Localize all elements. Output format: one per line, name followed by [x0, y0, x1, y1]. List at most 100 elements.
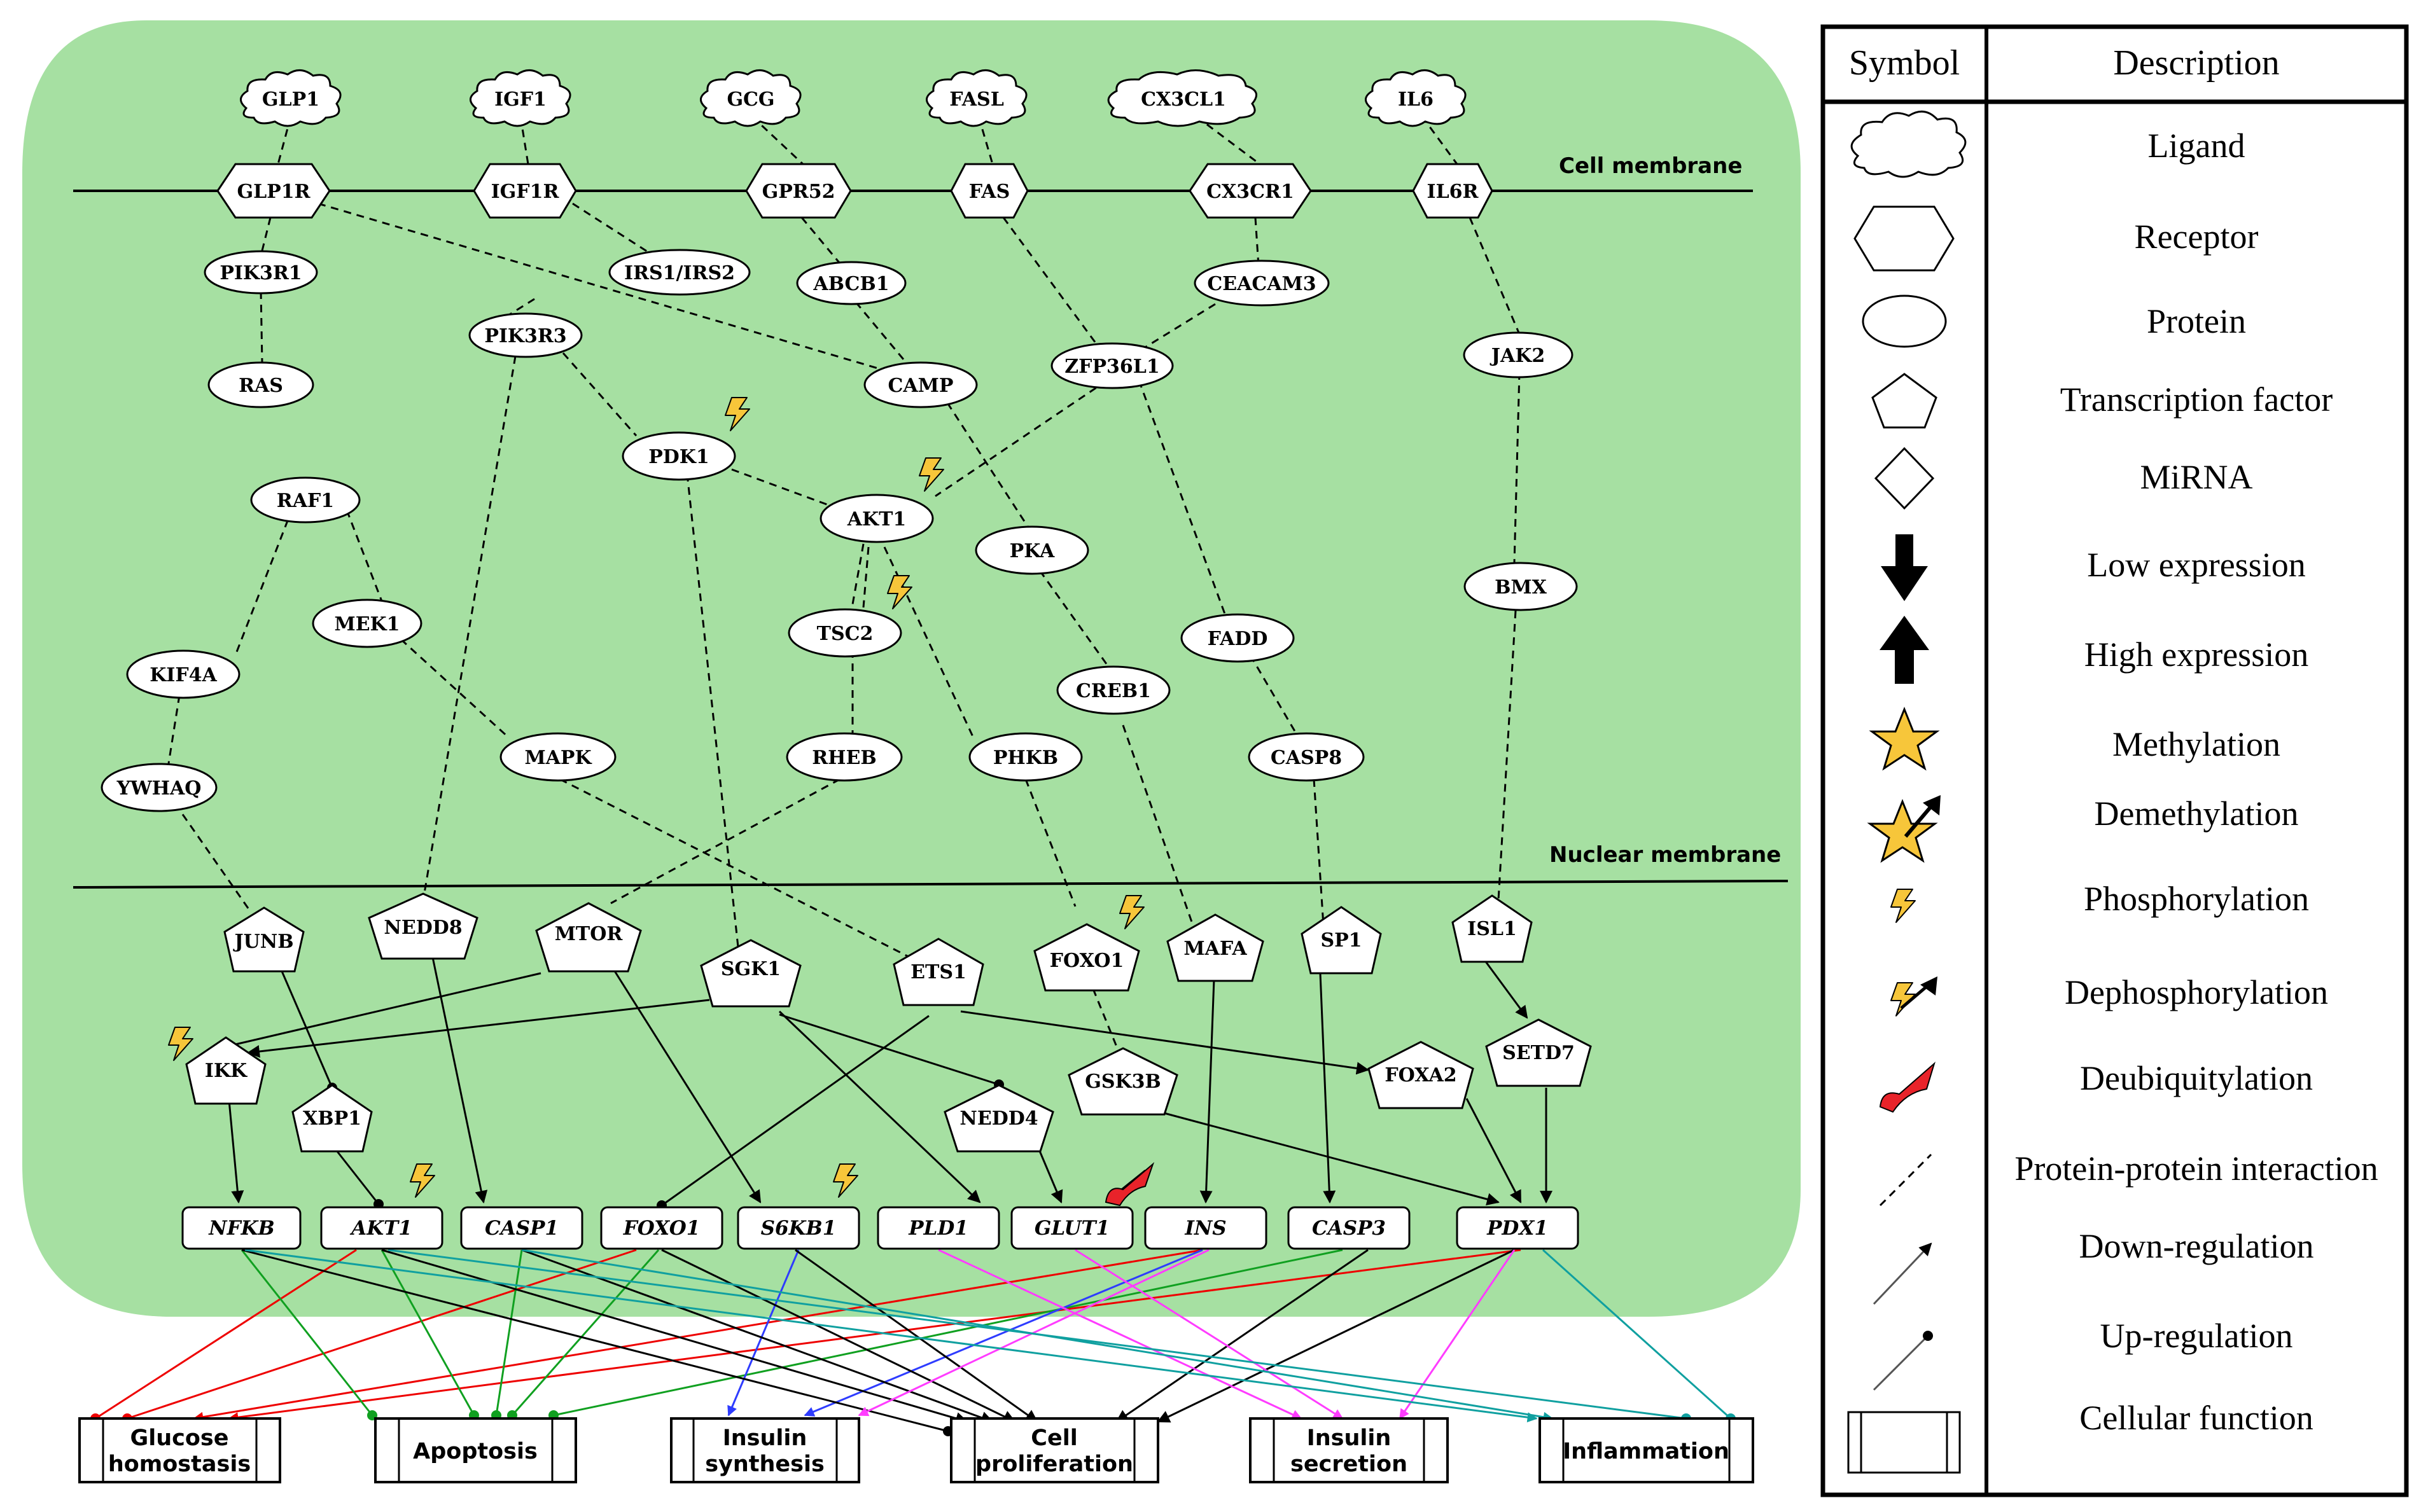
svg-text:MTOR: MTOR [555, 923, 624, 945]
gene-AKT1: AKT1 [320, 1206, 443, 1250]
legend-label: Phosphorylation [2084, 880, 2309, 918]
svg-text:PDK1: PDK1 [648, 446, 709, 468]
regulation-arrows [212, 957, 1552, 1210]
legend-label: Low expression [2087, 546, 2305, 584]
protein-YWHAQ: YWHAQ [101, 763, 218, 812]
protein-AKT1: AKT1 [820, 494, 934, 543]
svg-text:GLP1: GLP1 [262, 88, 319, 111]
protein-CASP8: CASP8 [1248, 732, 1365, 782]
svg-text:JUNB: JUNB [232, 931, 293, 953]
svg-text:FOXO1: FOXO1 [623, 1217, 701, 1240]
function-edges [90, 1249, 1736, 1436]
svg-text:CX3CR1: CX3CR1 [1206, 181, 1294, 203]
svg-text:INS: INS [1184, 1217, 1226, 1240]
dot-line-icon [1873, 1331, 1933, 1391]
ligand-CX3CL1: CX3CL1 [1107, 69, 1258, 127]
svg-text:PKA: PKA [1010, 540, 1055, 562]
svg-text:YWHAQ: YWHAQ [116, 777, 202, 800]
arrow-line-icon [1873, 1242, 1932, 1305]
svg-text:PIK3R3: PIK3R3 [484, 325, 566, 347]
svg-text:FOXA2: FOXA2 [1385, 1064, 1456, 1086]
svg-text:JAK2: JAK2 [1490, 345, 1545, 367]
svg-text:GSK3B: GSK3B [1085, 1071, 1161, 1093]
tf-SGK1: SGK1 [700, 939, 802, 1008]
svg-text:MEK1: MEK1 [334, 613, 400, 635]
svg-text:homostasis: homostasis [108, 1452, 251, 1477]
svg-text:CASP8: CASP8 [1271, 747, 1342, 769]
legend-label: MiRNA [2140, 458, 2252, 496]
legend-label: Demethylation [2095, 794, 2299, 833]
legend-label: Protein [2147, 302, 2246, 340]
ligand-cloud-icon [1850, 110, 1967, 178]
receptor-FAS: FAS [950, 163, 1029, 219]
protein-RAS: RAS [207, 361, 314, 408]
svg-text:FAS: FAS [969, 181, 1010, 203]
protein-interactions [167, 115, 1522, 1063]
svg-text:KIF4A: KIF4A [150, 664, 217, 686]
legend-label: Transcription factor [2060, 380, 2333, 419]
gene-S6KB1: S6KB1 [737, 1206, 860, 1250]
svg-text:NEDD4: NEDD4 [959, 1107, 1038, 1130]
protein-JAK2: JAK2 [1463, 331, 1573, 378]
svg-text:IKK: IKK [205, 1060, 248, 1082]
svg-text:SP1: SP1 [1320, 929, 1362, 952]
svg-text:MAFA: MAFA [1183, 938, 1247, 960]
svg-text:XBP1: XBP1 [303, 1107, 361, 1130]
protein-TSC2: TSC2 [788, 608, 902, 658]
gene-CASP3: CASP3 [1287, 1206, 1411, 1250]
svg-text:S6KB1: S6KB1 [761, 1217, 837, 1240]
gene-PLD1: PLD1 [877, 1206, 1000, 1250]
svg-text:ABCB1: ABCB1 [813, 273, 889, 295]
function-inflammation: Inflammation [1538, 1417, 1754, 1483]
protein-PHKB: PHKB [968, 732, 1083, 782]
red-arrow-icon [1879, 1061, 1936, 1113]
protein-MEK1: MEK1 [312, 599, 422, 648]
protein-CREB1: CREB1 [1056, 665, 1171, 715]
ligand-FASL: FASL [926, 69, 1028, 127]
receptor-GPR52: GPR52 [745, 163, 852, 219]
protein-FADD: FADD [1180, 613, 1295, 663]
lightning-arrow-icon [1890, 976, 1937, 1016]
svg-text:synthesis: synthesis [705, 1452, 825, 1477]
protein-ZFP36L1: ZFP36L1 [1050, 342, 1174, 389]
tf-ETS1: ETS1 [893, 938, 984, 1006]
mirna-diamond-icon [1874, 447, 1935, 510]
svg-text:BMX: BMX [1495, 576, 1547, 599]
legend-label: Cellular function [2079, 1399, 2313, 1437]
protein-CEACAM3: CEACAM3 [1194, 260, 1330, 307]
function-insulin-synthesis: Insulin synthesis [670, 1417, 860, 1483]
svg-text:IL6R: IL6R [1427, 181, 1479, 203]
gene-GLUT1: GLUT1 [1010, 1206, 1134, 1250]
protein-PIK3R3: PIK3R3 [468, 312, 583, 358]
protein-KIF4A: KIF4A [126, 649, 241, 699]
svg-text:FOXO1: FOXO1 [1050, 950, 1124, 972]
svg-text:IL6: IL6 [1398, 88, 1434, 111]
cell-membrane-label: Cell membrane [1559, 153, 1742, 179]
svg-text:TSC2: TSC2 [817, 623, 874, 645]
receptor-CX3CR1: CX3CR1 [1189, 163, 1312, 219]
tf-FOXA2: FOXA2 [1367, 1041, 1474, 1109]
svg-text:RAF1: RAF1 [277, 490, 334, 512]
legend-label: Deubiquitylation [2080, 1059, 2313, 1097]
transcription-factor-pentagon-icon [1871, 373, 1937, 429]
svg-text:SETD7: SETD7 [1502, 1042, 1575, 1064]
svg-text:CREB1: CREB1 [1076, 680, 1151, 702]
svg-text:Insulin: Insulin [1307, 1425, 1392, 1451]
tf-MAFA: MAFA [1166, 913, 1264, 982]
tf-SETD7: SETD7 [1485, 1018, 1592, 1087]
protein-MAPK: MAPK [499, 732, 617, 782]
tf-XBP1: XBP1 [291, 1084, 373, 1153]
protein-IRS1-IRS2: IRS1/IRS2 [608, 249, 751, 296]
svg-text:CASP1: CASP1 [485, 1217, 559, 1240]
gene-NFKB: NFKB [181, 1206, 302, 1250]
svg-text:RHEB: RHEB [812, 747, 877, 769]
legend-label: Dephosphorylation [2065, 973, 2328, 1011]
svg-text:ZFP36L1: ZFP36L1 [1064, 356, 1159, 378]
svg-text:PDX1: PDX1 [1486, 1217, 1548, 1240]
receptor-GLP1R: GLP1R [216, 163, 331, 219]
svg-text:IRS1/IRS2: IRS1/IRS2 [624, 262, 735, 284]
protein-ellipse-icon [1862, 295, 1947, 348]
legend-header-symbol: Symbol [1849, 43, 1960, 83]
tf-IKK: IKK [185, 1036, 267, 1105]
